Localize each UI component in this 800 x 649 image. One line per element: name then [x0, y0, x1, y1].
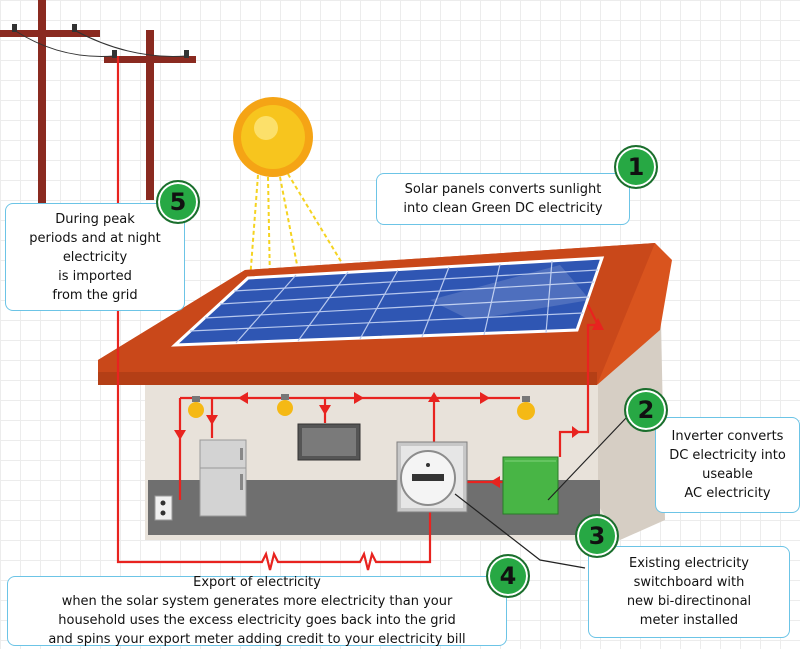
callout-text-1: Solar panels converts sunlight into clea… — [403, 182, 603, 216]
light-bulb-icon — [277, 394, 293, 416]
refrigerator-icon — [199, 439, 247, 517]
step-badge-4: 4 — [486, 554, 530, 598]
callout-switchboard: Existing electricity switchboard with ne… — [588, 546, 790, 638]
solar-panel-array — [170, 256, 605, 347]
step-badge-2: 2 — [624, 388, 668, 432]
callout-text-3: Existing electricity switchboard with ne… — [626, 556, 752, 628]
callout-text-2: Inverter converts DC electricity into us… — [669, 429, 786, 501]
step-badge-5: 5 — [156, 180, 200, 224]
callout-solar-panels: Solar panels converts sunlight into clea… — [376, 173, 630, 225]
step-badge-3: 3 — [575, 514, 619, 558]
light-bulb-icon — [188, 396, 204, 418]
callout-inverter: Inverter converts DC electricity into us… — [655, 417, 800, 513]
sun-icon — [233, 97, 313, 177]
utility-pole-icon — [0, 0, 196, 205]
callout-text-5: During peak periods and at night electri… — [29, 211, 161, 303]
television-icon — [297, 423, 361, 461]
electricity-meter-icon — [396, 441, 468, 513]
callout-export: Export of electricity when the solar sys… — [7, 575, 507, 647]
inverter-icon — [502, 456, 559, 515]
callout-text-4: Export of electricity when the solar sys… — [48, 575, 466, 647]
callout-grid-import: During peak periods and at night electri… — [5, 203, 185, 311]
power-outlet-icon — [154, 495, 173, 521]
step-badge-1: 1 — [614, 145, 658, 189]
light-bulb-icon — [517, 396, 535, 420]
